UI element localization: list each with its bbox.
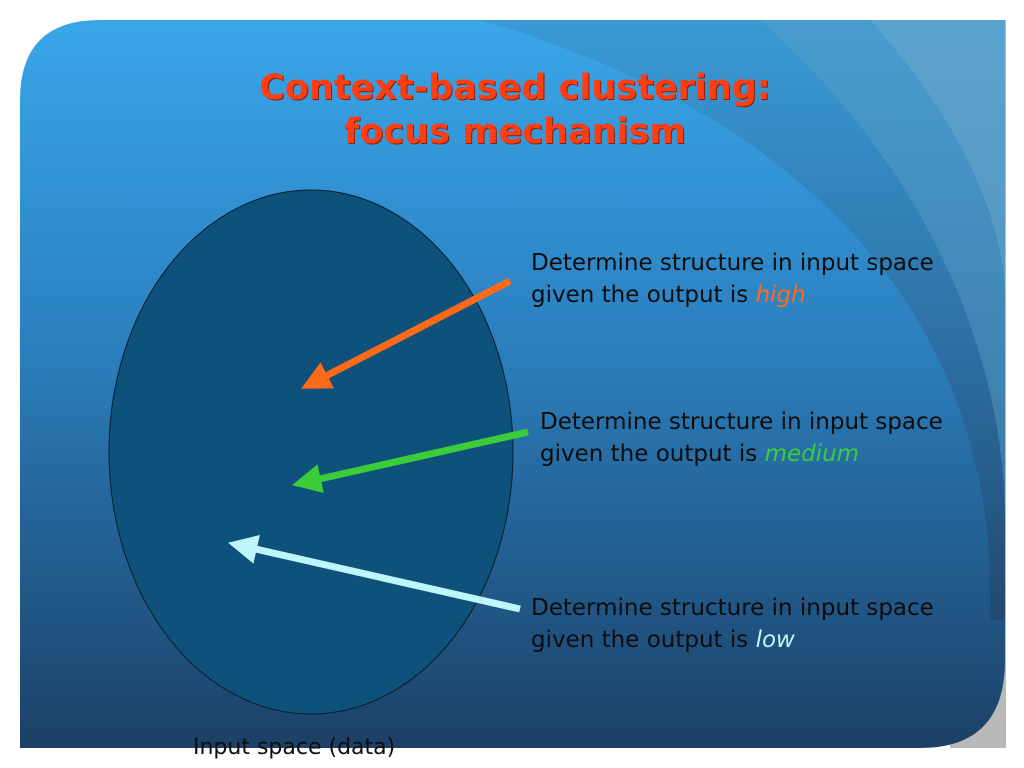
annotation-low-text: given the output is bbox=[531, 627, 756, 653]
annotation-low-line1: Determine structure in input space bbox=[531, 595, 934, 621]
annotation-medium-keyword: medium bbox=[764, 441, 860, 467]
arrow-low bbox=[228, 534, 521, 613]
annotation-low: Determine structure in input space given… bbox=[531, 592, 934, 656]
annotation-low-line2: given the output is low bbox=[531, 624, 934, 656]
annotation-high-text: given the output is bbox=[531, 282, 756, 308]
arrow-medium bbox=[292, 428, 529, 494]
slide-title: Context-based clustering: focus mechanis… bbox=[200, 66, 830, 154]
annotation-high-keyword: high bbox=[755, 282, 806, 308]
annotation-medium: Determine structure in input space given… bbox=[540, 406, 943, 470]
title-line-2: focus mechanism bbox=[344, 112, 686, 152]
annotation-low-keyword: low bbox=[755, 627, 795, 653]
arrow-high bbox=[301, 277, 512, 389]
annotation-high-line1: Determine structure in input space bbox=[531, 250, 934, 276]
annotation-medium-line1: Determine structure in input space bbox=[540, 409, 943, 435]
annotation-medium-line2: given the output is medium bbox=[540, 438, 943, 470]
annotation-high: Determine structure in input space given… bbox=[531, 247, 934, 311]
annotation-medium-text: given the output is bbox=[540, 441, 765, 467]
input-space-caption: Input space (data) bbox=[193, 735, 396, 760]
annotation-high-line2: given the output is high bbox=[531, 279, 934, 311]
title-line-1: Context-based clustering: bbox=[259, 68, 771, 108]
